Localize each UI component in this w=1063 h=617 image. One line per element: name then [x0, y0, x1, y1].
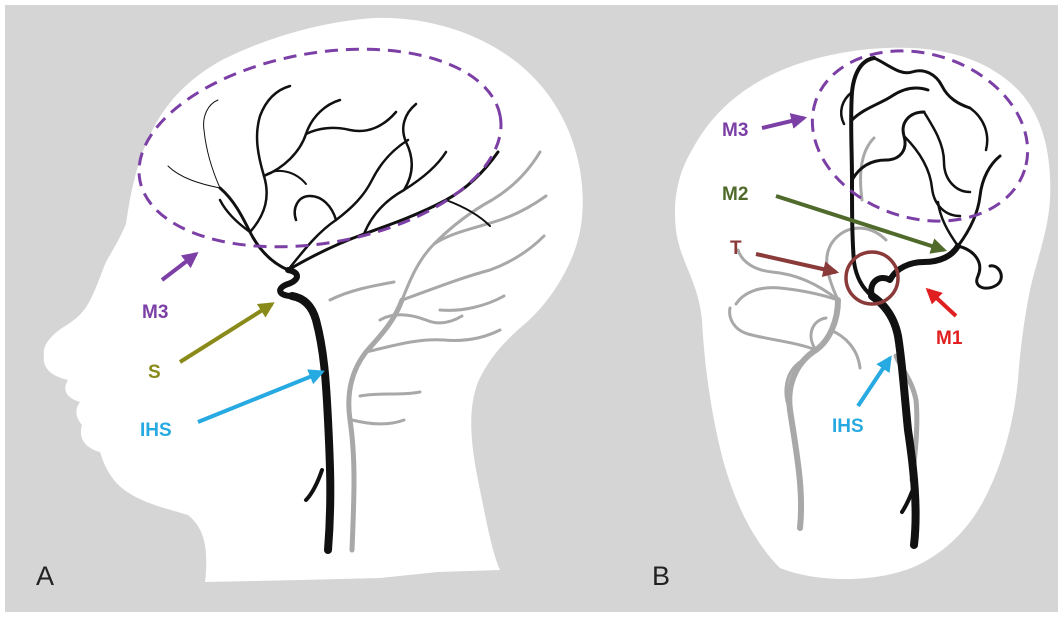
ihs-label-b: IHS — [832, 416, 864, 437]
m1-label: M1 — [936, 328, 963, 349]
m2-label: M2 — [722, 184, 748, 205]
panel-b-letter: B — [652, 561, 670, 591]
t-label: T — [730, 238, 742, 259]
ihs-label-a: IHS — [140, 420, 172, 441]
m3-label-a: M3 — [142, 302, 168, 323]
panel-a-letter: A — [36, 561, 54, 591]
m3-label-b: M3 — [722, 120, 748, 141]
s-label: S — [148, 362, 161, 383]
